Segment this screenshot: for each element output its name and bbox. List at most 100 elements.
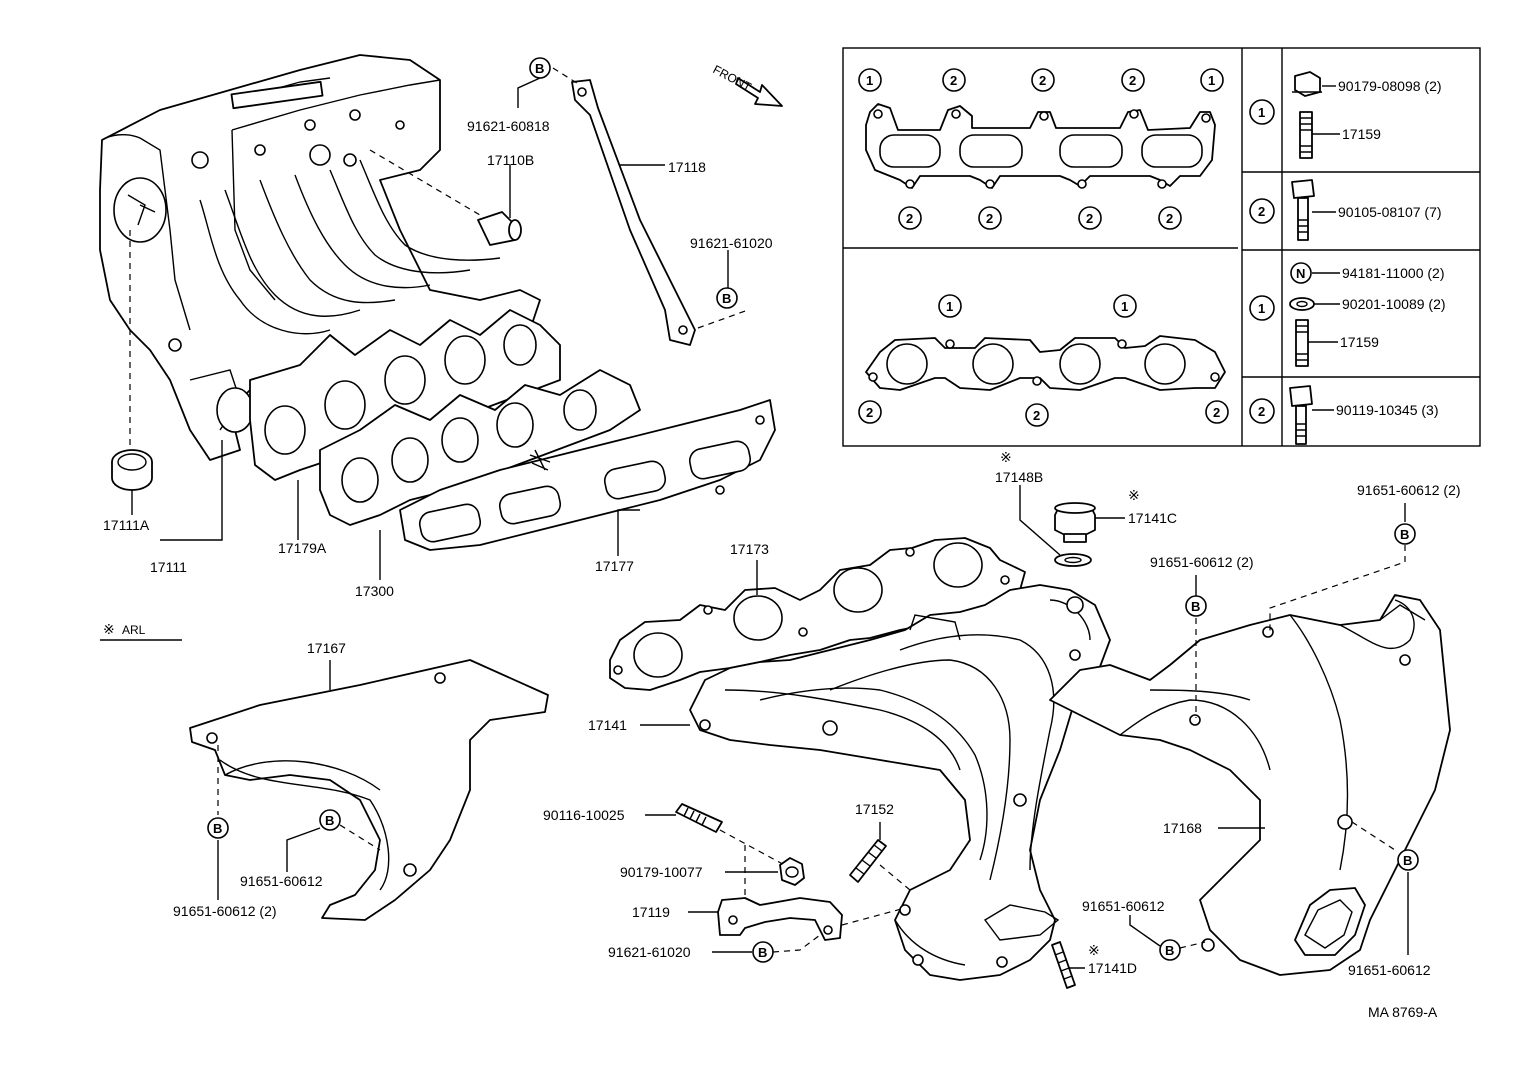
bracket-17119 (717, 897, 843, 941)
label-17110b: 17110B (487, 152, 534, 168)
label-17118: 17118 (668, 159, 706, 175)
b-mark-1 (529, 57, 551, 79)
gasket-bot-mark-2c: 2 (1213, 405, 1220, 420)
stud-17141d (1051, 941, 1076, 989)
label-91651-60612-2-right: 91651-60612 (2) (1357, 482, 1461, 498)
leader-91651-bot (1129, 915, 1161, 947)
stud-detail (529, 449, 551, 471)
label-17119: 17119 (632, 904, 670, 920)
table-row-1-marker: 2 (1258, 204, 1265, 219)
exhaust-manifold-17141 (689, 584, 1111, 981)
label-17111a: 17111A (103, 517, 150, 533)
label-91621-60818: 91621-60818 (467, 118, 550, 134)
leader-b-bottom-dash (1179, 941, 1206, 949)
b-mark-mid (1185, 595, 1207, 617)
leader-90116-dash (719, 829, 791, 869)
gasket-top-mark-2b: 2 (1039, 73, 1046, 88)
table-row-0-item-0: 90179-08098 (2) (1338, 78, 1442, 94)
b-mark-shield-1-text: B (213, 821, 222, 836)
label-17177: 17177 (595, 558, 634, 574)
gasket-top-mark-1b: 1 (1208, 73, 1215, 88)
leader-b-stay-dash (697, 309, 749, 329)
leader-91651-left (286, 827, 321, 872)
intake-manifold (99, 54, 541, 461)
washer-icon (1289, 297, 1315, 311)
label-17300: 17300 (355, 583, 394, 599)
gasket-bolt-table: 1 2 2 2 1 2 2 2 2 1 1 2 2 2 1 2 1 2 (842, 47, 1481, 447)
b-mark-side-text: B (1403, 853, 1412, 868)
nut-90179-10077 (779, 857, 805, 886)
label-17152: 17152 (855, 801, 894, 817)
b-mark-shield-2-text: B (325, 813, 334, 828)
label-91651-60612-left: 91651-60612 (240, 873, 323, 889)
leader-17152-dash (879, 864, 911, 891)
stay-17118 (571, 79, 696, 346)
leader-b-side-dash (1351, 821, 1399, 853)
label-91651-60612-botright: 91651-60612 (1348, 962, 1431, 978)
label-17173: 17173 (730, 541, 769, 557)
label-17141c: 17141C (1128, 510, 1177, 526)
label-17141d-asterisk: ※ (1088, 942, 1100, 958)
gasket-top-mark-2e: 2 (986, 211, 993, 226)
leader-b-bracket-dash (772, 934, 821, 953)
b-mark-bottom (1159, 939, 1181, 961)
gasket-bot-mark-1a: 1 (946, 299, 953, 314)
label-91651-60612-bot: 91651-60612 (1082, 898, 1165, 914)
gasket-17148b (1054, 553, 1092, 567)
leader-17148b (1019, 485, 1061, 556)
table-row-0-marker: 1 (1258, 105, 1265, 120)
b-mark-right (1394, 523, 1416, 545)
drawing-code: MA 8769-A (1368, 1004, 1438, 1020)
table-row-1-item-0: 90105-08107 (7) (1338, 204, 1442, 220)
heat-insulator-17168 (1049, 594, 1451, 976)
b-mark-2 (716, 287, 738, 309)
table-row-0-item-1: 17159 (1342, 126, 1381, 142)
stud-90116-10025 (675, 803, 723, 833)
leader-b-top-dash (552, 67, 581, 86)
table-row-2-marker: 1 (1258, 301, 1265, 316)
stud-icon-2 (1295, 319, 1309, 367)
b-mark-2-text: B (722, 291, 731, 306)
front-arrow: FRONT (711, 62, 783, 107)
stud-icon (1299, 111, 1313, 159)
table-row-3-item-0: 90119-10345 (3) (1336, 402, 1438, 418)
bolt-icon-2 (1289, 385, 1313, 445)
b-mark-shield-1 (207, 817, 229, 839)
union-17110b (477, 211, 522, 246)
arl-note: ※ ARL (100, 621, 182, 641)
seal-ring-17111a (111, 449, 153, 491)
table-row-2-item-2: 17159 (1340, 334, 1379, 350)
exhaust-gasket-17173 (609, 537, 1026, 691)
b-mark-right-text: B (1400, 527, 1409, 542)
leader-91621-60818 (517, 77, 541, 108)
leader-b-right-dash (1269, 545, 1406, 632)
gasket-top-mark-1a: 1 (866, 73, 873, 88)
bolt-icon (1291, 179, 1315, 241)
gasket-top-mark-2c: 2 (1129, 73, 1136, 88)
label-17148b: 17148B (995, 469, 1043, 485)
heat-shield-17167 (189, 659, 549, 921)
label-17179a: 17179A (278, 540, 327, 556)
plug-17141c (1054, 502, 1096, 543)
gasket-bot-mark-2b: 2 (1033, 408, 1040, 423)
arl-asterisk: ※ (103, 621, 115, 637)
flange-nut-icon (1292, 71, 1322, 97)
table-row-2-item-0: 94181-11000 (2) (1342, 265, 1444, 281)
b-mark-shield-2 (319, 809, 341, 831)
intake-plate-17300 (319, 369, 641, 526)
front-label: FRONT (711, 62, 755, 94)
label-17141d: 17141D (1088, 960, 1137, 976)
gasket-bot-mark-2a: 2 (866, 405, 873, 420)
gasket-top-mark-2g: 2 (1166, 211, 1173, 226)
table-row-2-item-1: 90201-10089 (2) (1342, 296, 1446, 312)
label-17141c-asterisk: ※ (1128, 487, 1140, 503)
nut-icon (1290, 262, 1312, 284)
gasket-top-mark-2a: 2 (950, 73, 957, 88)
gasket-bot-mark-1b: 1 (1121, 299, 1128, 314)
label-17167: 17167 (307, 640, 346, 656)
intake-gasket-17179a (249, 309, 561, 481)
leader-17177 (617, 509, 640, 556)
label-91621-61020-top: 91621-61020 (690, 235, 773, 251)
intake-gasket-17177 (399, 399, 776, 551)
